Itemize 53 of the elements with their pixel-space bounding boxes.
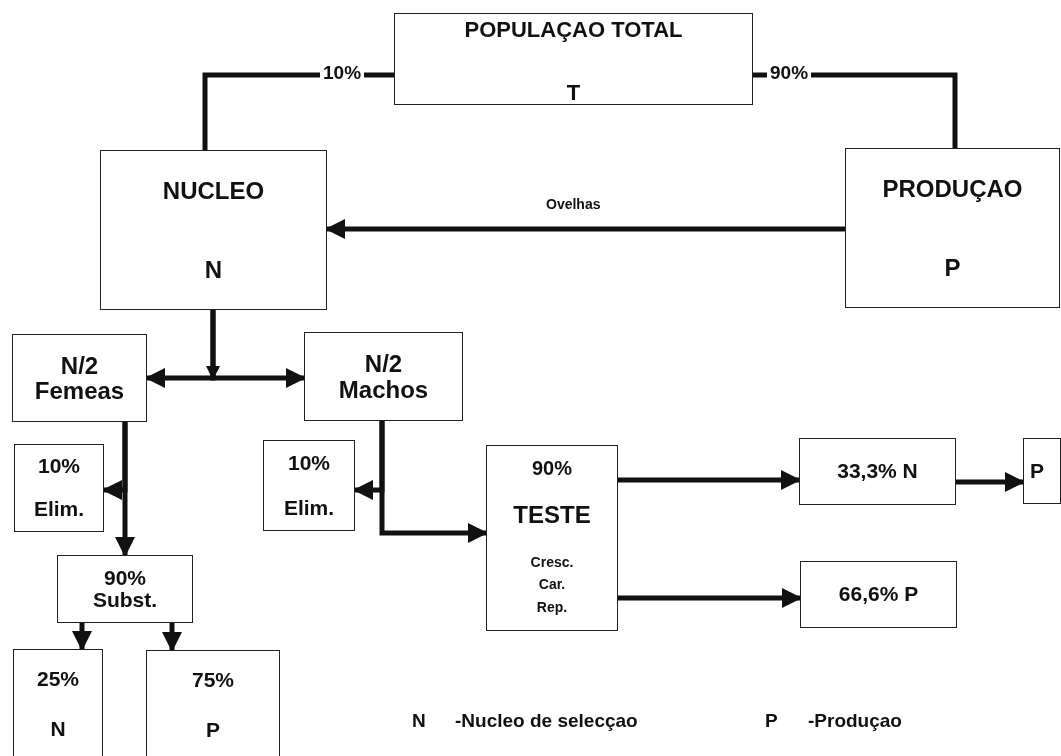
- process-box: [486, 445, 618, 631]
- node-label: 10%: [288, 452, 330, 475]
- node-label: POPULAÇAO TOTAL: [464, 18, 683, 42]
- node-label: N/2: [364, 351, 403, 377]
- arrow: [72, 623, 92, 651]
- node-label: P: [944, 254, 961, 281]
- legend-text: -Nucleo de selecçao: [455, 710, 638, 732]
- node-label: Elim.: [283, 496, 335, 519]
- node-label: T: [566, 80, 581, 104]
- node-label: N: [50, 718, 66, 741]
- arrow: [115, 422, 135, 557]
- process-box: [799, 438, 956, 505]
- node-label: 10%: [38, 455, 80, 478]
- arrow: [325, 219, 845, 239]
- legend-text: -Produçao: [808, 710, 902, 732]
- process-box: [14, 444, 104, 532]
- process-box: [12, 334, 147, 422]
- process-box: [394, 13, 753, 105]
- node-label: Femeas: [34, 378, 125, 404]
- node-label: Machos: [338, 376, 429, 402]
- process-box: [1023, 438, 1061, 504]
- process-box: [100, 150, 327, 310]
- process-box: [263, 440, 355, 531]
- process-box: [57, 555, 193, 623]
- process-box: [13, 649, 103, 756]
- arrow: [210, 310, 306, 388]
- arrow: [618, 470, 801, 490]
- arrow: [162, 623, 182, 652]
- process-box: [146, 650, 280, 756]
- node-label: PRODUÇAO: [882, 175, 1023, 202]
- node-label: Elim.: [33, 498, 85, 521]
- arrow: [379, 421, 488, 543]
- node-label: Cresc. Car. Rep.: [529, 553, 575, 617]
- legend-symbol: N: [412, 710, 426, 732]
- node-label: TESTE: [513, 502, 591, 528]
- node-label: 90%: [532, 457, 572, 479]
- node-label: 33,3% N: [837, 460, 918, 483]
- process-box: [800, 561, 957, 628]
- node-label: 90%: [104, 566, 146, 589]
- arrow: [618, 588, 802, 608]
- arrow: [956, 472, 1025, 492]
- node-label: N/2: [60, 352, 99, 378]
- node-label: P: [1030, 459, 1044, 482]
- process-box: [304, 332, 463, 421]
- node-label: N: [204, 256, 223, 283]
- legend-symbol: P: [765, 710, 778, 732]
- node-label: NUCLEO: [162, 177, 265, 204]
- process-box: [845, 148, 1060, 308]
- node-label: 66,6% P: [838, 583, 919, 606]
- node-label: 75%: [192, 669, 234, 692]
- node-label: Subst.: [92, 589, 158, 612]
- node-label: P: [206, 719, 220, 742]
- node-label: 25%: [37, 668, 79, 691]
